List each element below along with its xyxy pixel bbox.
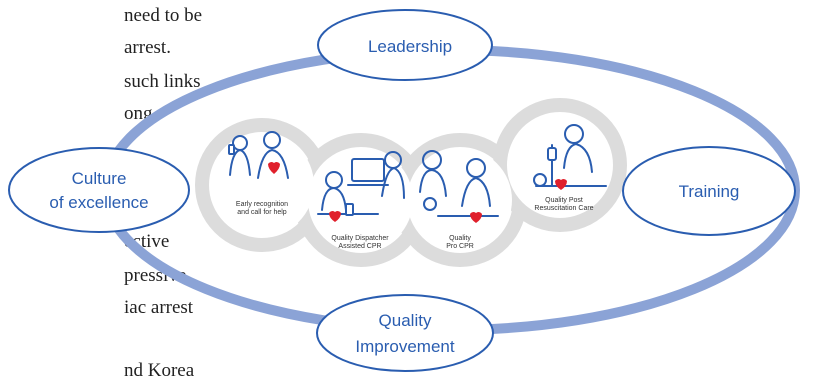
link1-label-1: Early recognition [236,201,288,208]
quality-label-2: Improvement [355,337,454,356]
phone-caller-icon [228,131,289,179]
body-text-line: need to be [124,5,203,26]
dispatcher-cpr-icon [317,151,405,222]
culture-label-2: of excellence [49,193,148,212]
node-training: Training [622,146,796,236]
quality-label-1: Quality [379,311,432,330]
heart-icon [329,211,341,222]
body-text-line: such links [124,71,201,92]
pro-cpr-icon [419,150,499,223]
link3-label-2: Pro CPR [446,243,474,250]
heart-icon [555,179,567,190]
leadership-label: Leadership [368,37,452,56]
link1-label-2: and call for help [237,209,287,216]
body-text-line: arrest. [124,37,171,58]
culture-label-1: Culture [72,169,127,188]
link2-label-2: Assisted CPR [338,243,381,250]
link2-label-1: Quality Dispatcher [331,235,389,242]
training-label: Training [679,182,740,201]
node-quality-improvement: Quality Improvement [316,294,494,372]
link3-label-1: Quality [449,235,471,242]
heart-icon [470,212,482,223]
body-text-line: iac arrest [124,297,194,318]
post-resuscitation-icon [533,124,607,190]
node-leadership: Leadership [317,9,493,81]
link4-label-2: Resuscitation Care [534,205,593,212]
heart-icon [268,162,280,174]
body-text-line: nd Korea [124,360,195,381]
link4-label-1: Quality Post [545,197,583,204]
node-culture-of-excellence: Culture of excellence [8,147,190,233]
